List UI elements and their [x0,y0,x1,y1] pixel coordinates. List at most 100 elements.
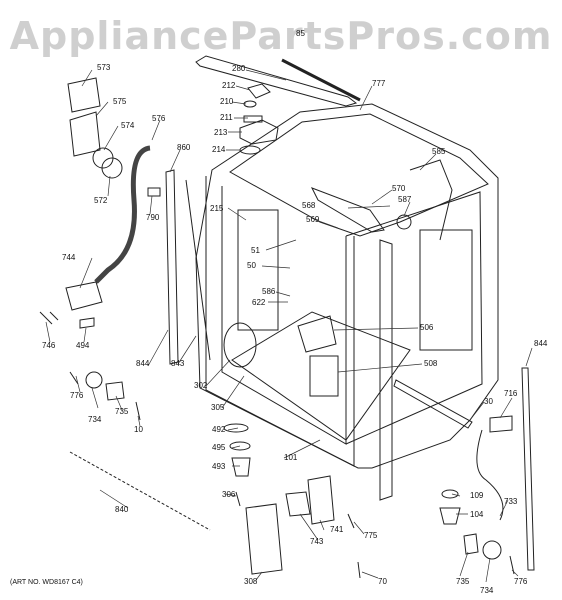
clamp-790-drawing [147,187,161,197]
bracket-735-right-drawing [463,533,479,555]
hinge-arm-30-drawing [393,379,473,429]
module-308-drawing [245,503,283,575]
clip-211-drawing [243,115,263,123]
seal-572-drawing [101,157,123,179]
part-label-843: 843 [171,359,185,368]
part-label-585: 585 [432,147,446,156]
part-label-840: 840 [115,505,129,514]
part-label-734-right: 734 [480,586,494,595]
spray-arm-570-drawing [310,187,385,233]
part-label-280: 280 [232,64,246,73]
foot-104-drawing [439,507,461,525]
part-label-776-left: 776 [70,391,84,400]
valve-744-drawing [65,281,103,311]
screw-10-drawing [135,401,141,421]
part-label-306: 306 [222,490,236,499]
part-label-210: 210 [220,97,234,106]
part-label-212: 212 [222,81,236,90]
part-label-587: 587 [398,195,412,204]
part-label-844-left: 844 [136,359,150,368]
hub-587-drawing [396,214,412,230]
part-label-506: 506 [420,323,434,332]
part-label-777: 777 [372,79,386,88]
part-label-50: 50 [247,261,256,270]
top-rail-drawing [195,55,358,107]
part-label-101: 101 [284,453,298,462]
bracket-741-drawing [307,475,335,525]
bracket-735-left-drawing [105,381,125,401]
part-label-790: 790 [146,213,160,222]
bearing-734-right-drawing [482,540,502,560]
ring-495-drawing [229,441,251,451]
clip-494-drawing [79,317,95,329]
part-label-716: 716 [504,389,518,398]
tub-inner-right-drawing [345,191,483,445]
part-label-508: 508 [424,359,438,368]
bracket-212-drawing [247,83,271,99]
housing-575-drawing [69,111,101,157]
screw-746-drawing [39,311,59,325]
part-label-492: 492 [212,425,226,434]
leader-lines [45,69,533,583]
seal-492-drawing [223,423,249,433]
bearing-734-left-drawing [85,371,103,389]
dispenser-213-drawing [239,119,279,145]
part-label-570: 570 [392,184,406,193]
art-number: (ART NO. WD8167 C4) [10,579,83,586]
hose-576-drawing [94,145,151,284]
part-label-743: 743 [310,537,324,546]
tub-floor-drawing [231,311,411,441]
filter-506-drawing [297,315,337,353]
front-frame-right-drawing [379,239,393,501]
watermark: AppliancePartsPros.com [9,14,553,58]
part-label-573: 573 [97,63,111,72]
vent-573-drawing [67,77,101,113]
leg-70-drawing [357,561,361,579]
screw-776-left-drawing [69,371,79,385]
part-label-575: 575 [113,97,127,106]
tube-585-drawing [409,159,453,241]
part-label-735-right: 735 [456,577,470,586]
part-label-844-right: 844 [534,339,548,348]
part-label-109: 109 [470,491,484,500]
part-label-568: 568 [302,201,316,210]
heater-493-drawing [231,457,251,477]
part-label-302: 302 [194,381,208,390]
gasket-844-left-drawing [165,169,179,365]
part-label-214: 214 [212,145,226,154]
part-label-735-left: 735 [115,407,129,416]
gasket-843-drawing [185,179,211,361]
part-label-746: 746 [42,341,56,350]
part-label-860: 860 [177,143,191,152]
part-label-744: 744 [62,253,76,262]
part-label-104: 104 [470,510,484,519]
part-label-51: 51 [251,246,260,255]
part-label-10: 10 [134,425,143,434]
front-frame-drawing [205,176,355,467]
tub-outer-drawing [195,103,499,469]
part-label-305: 305 [211,403,225,412]
part-label-70: 70 [378,577,387,586]
part-label-494: 494 [76,341,90,350]
part-label-576: 576 [152,114,166,123]
part-label-572: 572 [94,196,108,205]
part-label-211: 211 [220,113,233,122]
part-label-495: 495 [212,443,226,452]
part-label-30: 30 [484,397,493,406]
filter-508-drawing [309,355,339,397]
part-label-569: 569 [306,215,320,224]
part-label-733: 733 [504,497,518,506]
part-label-308: 308 [244,577,258,586]
tub-inner-left-drawing [221,186,347,445]
part-label-622: 622 [252,298,266,307]
screw-775-drawing [347,513,355,529]
pump-302-drawing [223,322,257,368]
part-label-741: 741 [330,525,344,534]
rack-panel-left-drawing [237,209,279,331]
cable-840-drawing [69,451,211,531]
part-label-775: 775 [364,531,378,540]
rack-panel-right-drawing [419,229,473,351]
part-label-574: 574 [121,121,135,130]
